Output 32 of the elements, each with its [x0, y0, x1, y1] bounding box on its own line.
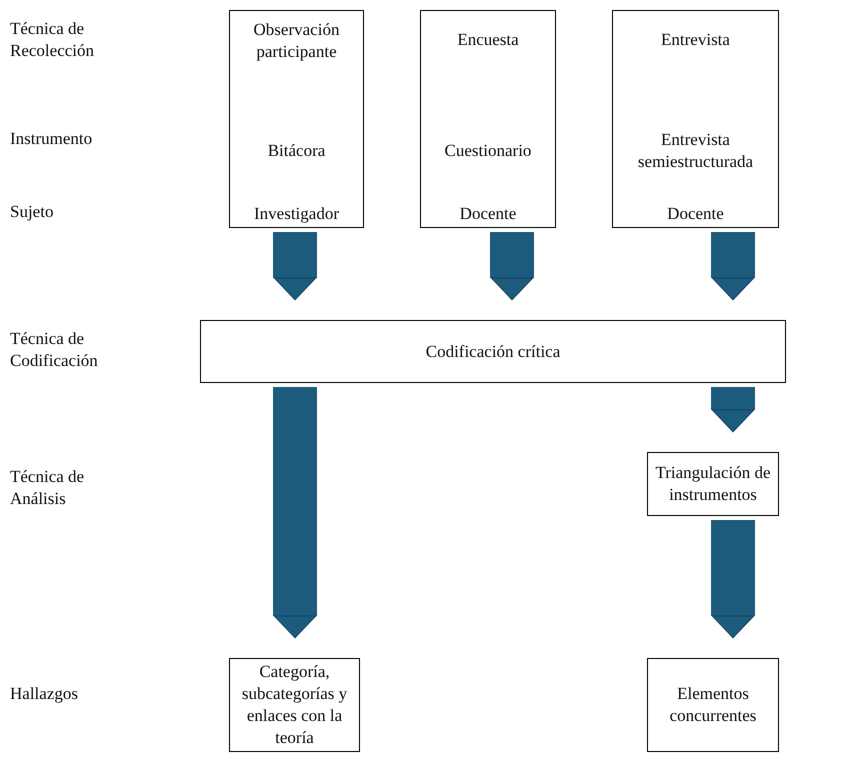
box-text: Cuestionario — [444, 140, 532, 162]
text-box — [420, 10, 556, 228]
block-arrow — [273, 232, 317, 300]
box-text: Observación participante — [252, 19, 340, 63]
block-arrow — [273, 387, 317, 638]
text-box — [647, 452, 779, 516]
box-text: Docente — [666, 203, 725, 225]
box-text: Bitácora — [266, 140, 326, 162]
row-label: Hallazgos — [10, 683, 79, 705]
box-text: Entrevista — [660, 29, 731, 51]
box-text: Codificación crítica — [424, 340, 562, 362]
text-box — [647, 658, 779, 752]
box-text: Entrevista semiestructurada — [636, 129, 754, 173]
box-text: Investigador — [253, 203, 340, 225]
text-box — [612, 10, 779, 228]
block-arrow — [711, 232, 755, 300]
row-label: Instrumento — [10, 128, 94, 150]
text-box — [229, 658, 360, 752]
box-text: Elementos concurrentes — [668, 683, 758, 727]
text-box — [229, 10, 364, 228]
block-arrow — [711, 520, 755, 638]
row-label: Técnica de Análisis — [10, 466, 86, 510]
box-text: Encuesta — [456, 29, 520, 51]
row-label: Técnica de Codificación — [10, 328, 99, 372]
text-box — [200, 320, 786, 383]
block-arrow — [490, 232, 534, 300]
box-text: Docente — [458, 203, 518, 225]
row-label: Técnica de Recolección — [10, 18, 96, 62]
box-text: Categoría, subcategorías y enlaces con la teoría — [240, 661, 348, 749]
box-text: Triangulación de instrumentos — [654, 462, 772, 506]
row-label: Sujeto — [10, 201, 54, 223]
block-arrow — [711, 387, 755, 432]
